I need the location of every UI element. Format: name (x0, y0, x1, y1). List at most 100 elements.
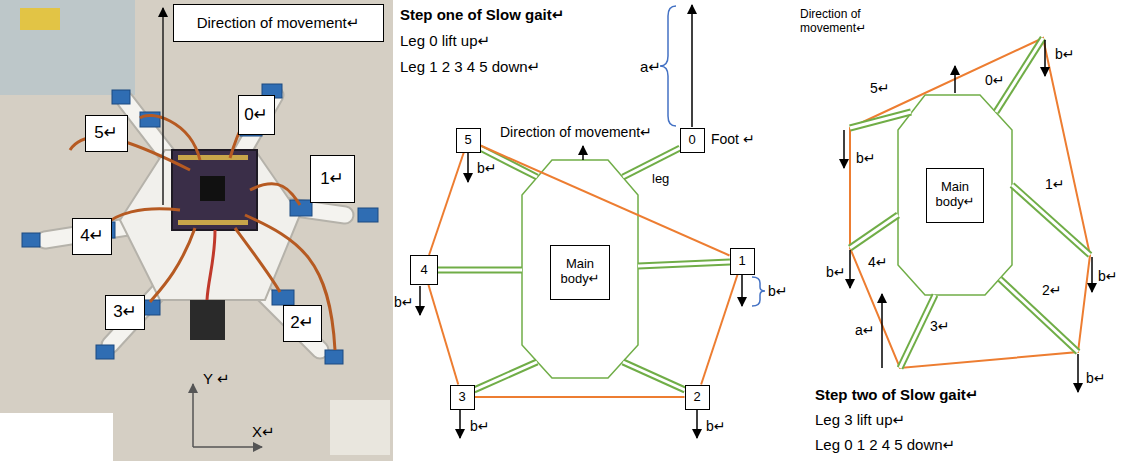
dimension-label: a↵ (855, 322, 875, 338)
robot-frame (120, 150, 300, 300)
brace (752, 277, 765, 306)
leg-inner (623, 148, 680, 177)
leg-inner (638, 262, 730, 266)
axis-arrow (193, 446, 262, 448)
white-patch (0, 413, 113, 461)
dimension-label: b↵ (1098, 268, 1118, 284)
node-text: 2↵ (290, 313, 314, 333)
node-text: 3 (458, 390, 465, 405)
circuit-board (172, 150, 257, 230)
servo (96, 345, 114, 359)
lift-arrow (691, 5, 693, 127)
servo (112, 90, 130, 104)
move-arrow (1091, 257, 1093, 292)
power-wire (207, 230, 215, 300)
paper-sheet (330, 400, 390, 455)
dimension-label: b↵ (1055, 46, 1075, 62)
foot-box: 4 (410, 255, 438, 285)
robot-leg (623, 362, 685, 390)
node-text: 5↵ (94, 123, 118, 143)
leg-number: 2↵ (1042, 282, 1062, 298)
direction-box: Direction of movement↵ (173, 4, 384, 42)
dimension-label: b↵ (706, 418, 726, 434)
lift-arrow (881, 294, 883, 368)
body-outline (522, 160, 638, 378)
leg-inner (438, 269, 522, 272)
node-text: Main body↵ (933, 180, 978, 210)
body-box: Main body↵ (550, 245, 610, 300)
step-title: Step one of Slow gait↵ (400, 6, 564, 23)
chip (200, 176, 225, 201)
foot-box: 5 (456, 128, 481, 153)
dimension-label: a↵ (640, 58, 661, 75)
leg-number-box: 1↵ (310, 155, 355, 203)
pin-header (178, 220, 248, 225)
node-text: Main body↵ (558, 257, 603, 287)
servo (358, 208, 378, 222)
leg-number: 0↵ (985, 72, 1005, 88)
storage-box (0, 0, 135, 95)
servo-wire (105, 209, 180, 225)
support-line (481, 146, 730, 256)
move-arrow (741, 275, 743, 306)
robot-leg (850, 215, 898, 248)
foot-box: 2 (685, 385, 710, 410)
move-arrow (419, 286, 421, 315)
robot-leg (900, 295, 935, 368)
node-text: 1↵ (320, 169, 344, 189)
support-line (701, 275, 737, 385)
foot-box: 0 (680, 128, 705, 153)
servo (325, 350, 343, 364)
step-note: Leg 3 lift up↵ (815, 411, 905, 428)
part-label: Foot ↵ (711, 131, 755, 147)
brace (660, 6, 676, 126)
node-text: 0↵ (244, 105, 268, 125)
support-line (429, 153, 464, 256)
node-text: 2 (693, 390, 700, 405)
leg-number: 1↵ (1045, 176, 1065, 192)
robot-leg (623, 148, 680, 177)
step-note: Leg 0 lift up↵ (400, 32, 490, 49)
step-note: Leg 1 2 3 4 5 down↵ (400, 58, 540, 75)
body-outline (898, 95, 1012, 295)
foot-box: 1 (730, 248, 755, 275)
leg-inner (623, 362, 685, 390)
move-arrow (843, 130, 845, 168)
dimension-label: b↵ (470, 418, 490, 434)
direction-arrow (162, 8, 164, 205)
servo-wire (250, 184, 300, 205)
node-text: Direction of movement↵ (197, 14, 360, 31)
move-arrow (1044, 40, 1046, 76)
leg-inner (1000, 279, 1078, 352)
robot-leg (438, 267, 522, 274)
foot-box: 3 (450, 385, 475, 410)
dimension-label: b↵ (768, 283, 788, 299)
direction-label: Direction of movement↵ (800, 8, 895, 36)
servo-wire (150, 228, 195, 302)
robot-leg (474, 362, 537, 390)
parts-pile (20, 8, 60, 30)
leg-inner (1012, 185, 1090, 255)
robot-leg (850, 112, 911, 128)
leg-number: 4↵ (868, 254, 888, 270)
step-title: Step two of Slow gait↵ (815, 386, 978, 403)
leg-number: 5↵ (870, 80, 890, 96)
battery (190, 300, 225, 340)
support-line (428, 285, 458, 385)
move-arrow (696, 410, 698, 438)
dimension-label: b↵ (1086, 370, 1106, 386)
servo-wire (245, 215, 335, 350)
servo (272, 290, 294, 305)
servo-wire (235, 228, 280, 292)
leg-inner (850, 215, 898, 248)
servo-wire (140, 115, 200, 160)
leg-inner (850, 112, 911, 128)
pin-header (178, 155, 248, 160)
body-box: Main body↵ (926, 168, 984, 223)
dimension-label: b↵ (394, 294, 414, 310)
photo-ground (0, 0, 393, 461)
robot-leg (638, 262, 730, 266)
leg-number-box: 4↵ (72, 218, 112, 255)
leg-number-box: 3↵ (105, 295, 145, 330)
servo (22, 233, 40, 247)
